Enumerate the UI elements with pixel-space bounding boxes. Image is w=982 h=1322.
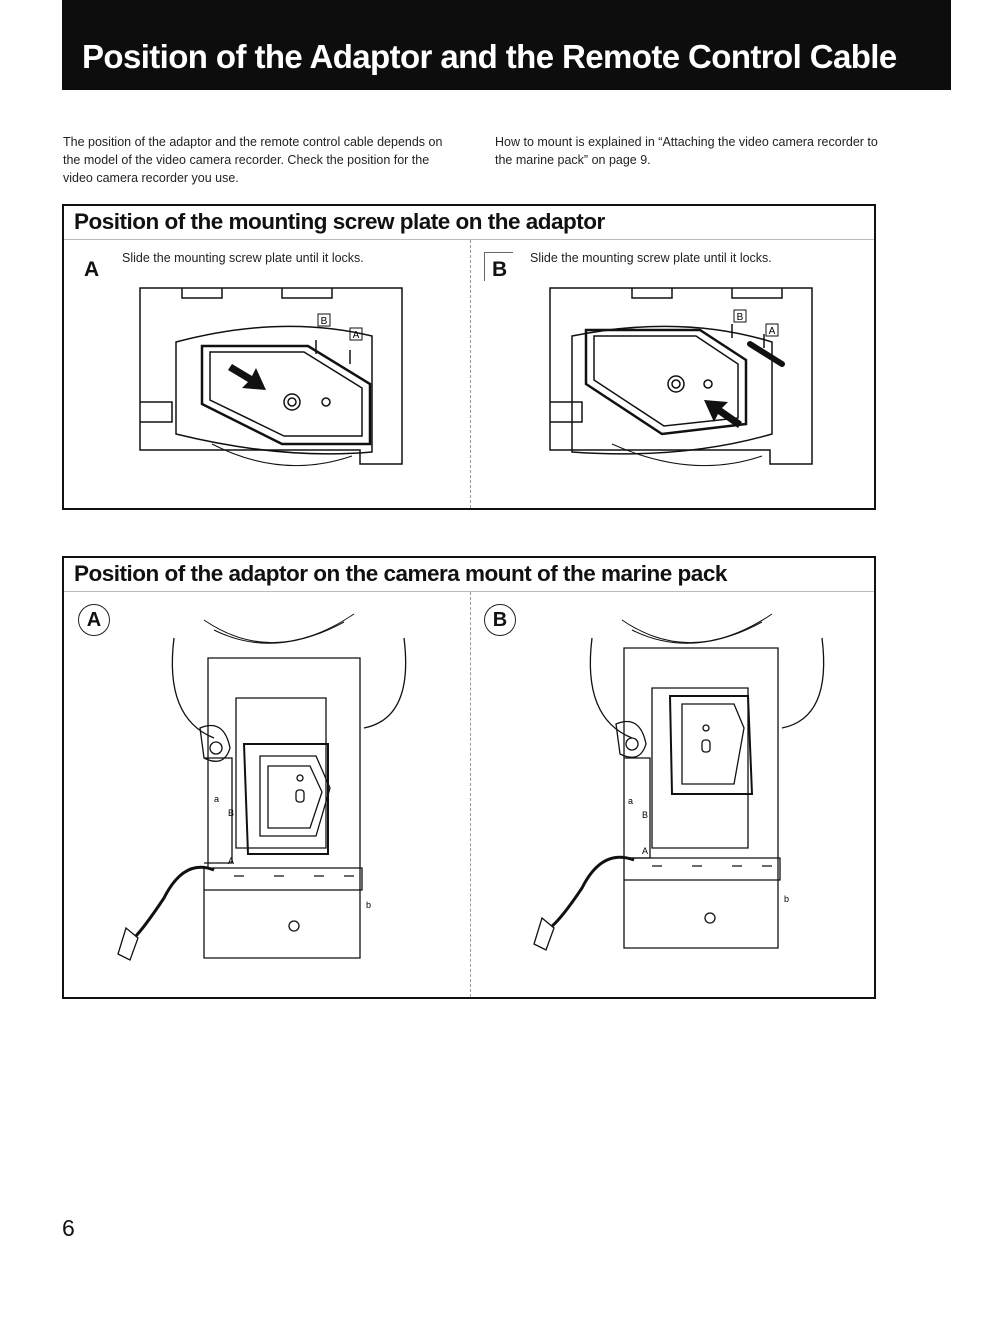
label-a: A [84,258,100,281]
caption-b: Slide the mounting screw plate until it … [530,251,772,265]
mark-lower-b: b [366,900,371,910]
mark-lower-a: a [628,796,633,806]
label-b-bracket [484,252,513,281]
page-title: Position of the Adaptor and the Remote C… [82,38,897,75]
mark-upper-b: B [228,808,234,818]
slide-arrow-icon [704,400,742,428]
label-a-circle: A [78,604,110,636]
label-b: B [492,258,508,281]
intro-text-right: How to mount is explained in “Attaching … [495,135,878,167]
mark-a: A [353,330,360,341]
title-banner: Position of the Adaptor and the Remote C… [62,0,951,90]
mark-upper-b: B [642,810,648,820]
mark-upper-a: A [228,856,234,866]
section-title: Position of the mounting screw plate on … [74,209,605,234]
mounting-plate-panel: Position of the mounting screw plate on … [62,204,876,510]
adaptor-illustration-a: B A [139,287,403,467]
page-number: 6 [62,1215,75,1241]
column-divider [470,592,471,997]
marine-pack-illustration-b: a B A b [533,613,825,951]
mark-lower-a: a [214,794,219,804]
section-header: Position of the adaptor on the camera mo… [64,558,874,592]
mark-lower-b: b [784,894,789,904]
label-b-circle: B [484,604,516,636]
column-divider [470,240,471,508]
mark-a: A [769,326,776,337]
mark-upper-a: A [642,846,648,856]
slide-arrow-icon [228,364,266,390]
section-title: Position of the adaptor on the camera mo… [74,561,727,586]
section-header: Position of the mounting screw plate on … [64,206,874,240]
mark-b: B [321,316,328,327]
caption-a: Slide the mounting screw plate until it … [122,251,364,265]
intro-text-left: The position of the adaptor and the remo… [63,135,443,185]
mark-b: B [737,312,744,323]
adaptor-illustration-b: B A [549,287,813,467]
camera-mount-panel: Position of the adaptor on the camera mo… [62,556,876,999]
marine-pack-illustration-a: a B A b [117,613,407,961]
